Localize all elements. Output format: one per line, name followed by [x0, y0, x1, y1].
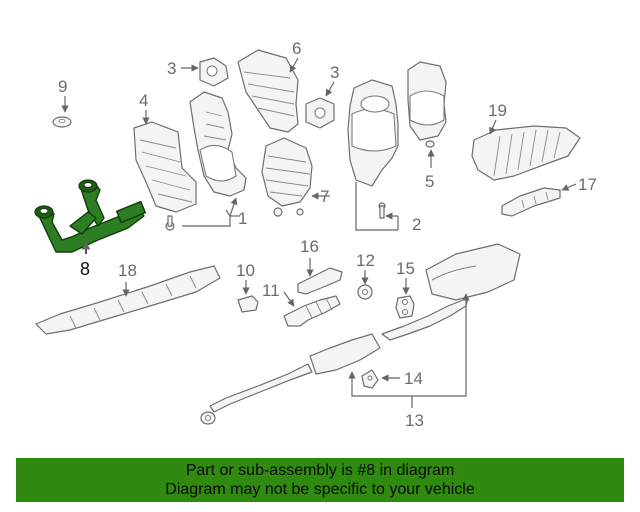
part-17-bracket[interactable]: [501, 187, 561, 217]
leader-1b: [229, 197, 238, 217]
part-14-hanger[interactable]: [361, 369, 379, 389]
leader-19: [489, 119, 497, 135]
callout-3a: 3: [167, 59, 176, 78]
leader-3b: [325, 81, 335, 97]
callout-17: 17: [578, 175, 597, 194]
leader-11: [283, 291, 295, 307]
callout-7: 7: [320, 187, 329, 206]
callout-15: 15: [396, 259, 415, 278]
callout-16: 16: [300, 237, 319, 256]
callout-8: 8: [80, 259, 90, 279]
part-19-heat-shield[interactable]: [471, 125, 581, 181]
callout-13: 13: [405, 411, 424, 430]
callout-14: 14: [404, 369, 423, 388]
banner-line-2: Diagram may not be specific to your vehi…: [165, 481, 475, 498]
part-9-washer[interactable]: [52, 116, 72, 128]
callout-4: 4: [139, 91, 148, 110]
callout-18: 18: [118, 261, 137, 280]
callout-12: 12: [356, 251, 375, 270]
part-18-heat-shield[interactable]: [35, 265, 221, 335]
callout-1: 1: [238, 209, 247, 228]
notice-banner: Part or sub-assembly is #8 in diagram Di…: [16, 458, 624, 502]
leader-17: [561, 183, 577, 191]
callout-11: 11: [262, 281, 280, 300]
part-12-nut[interactable]: [357, 284, 373, 300]
part-13-muffler-assembly[interactable]: [200, 243, 521, 425]
part-16-pipe-gasket[interactable]: [297, 267, 343, 295]
part-11-flex-pipe[interactable]: [283, 295, 341, 327]
part-2-converter-right[interactable]: [347, 79, 399, 219]
part-7-heat-shield[interactable]: [261, 137, 313, 217]
part-3-gasket-left[interactable]: [199, 57, 229, 87]
part-10-hanger[interactable]: [237, 295, 259, 313]
exhaust-parts-diagram: 9 4 3 1 6 3 7: [34, 39, 597, 430]
callout-3b: 3: [330, 63, 339, 82]
part-4-heat-shield[interactable]: [133, 121, 197, 213]
callout-6: 6: [292, 39, 301, 58]
callout-9: 9: [58, 77, 67, 96]
leader-1: [182, 209, 231, 227]
part-15-hanger[interactable]: [395, 295, 415, 319]
leader-2: [355, 182, 398, 231]
part-3-gasket-right[interactable]: [305, 97, 335, 129]
callout-19: 19: [488, 101, 507, 120]
part-8-front-pipe-highlighted[interactable]: [34, 179, 147, 253]
banner-line-1: Part or sub-assembly is #8 in diagram: [185, 462, 455, 479]
part-6-heat-shield[interactable]: [237, 49, 299, 133]
leader-13: [351, 296, 467, 397]
callout-5: 5: [425, 172, 434, 191]
callout-2: 2: [412, 215, 421, 234]
part-1-converter-left[interactable]: [165, 91, 247, 231]
callout-10: 10: [236, 261, 255, 280]
leader-6: [289, 57, 299, 73]
part-5-heat-shield[interactable]: [407, 61, 447, 148]
